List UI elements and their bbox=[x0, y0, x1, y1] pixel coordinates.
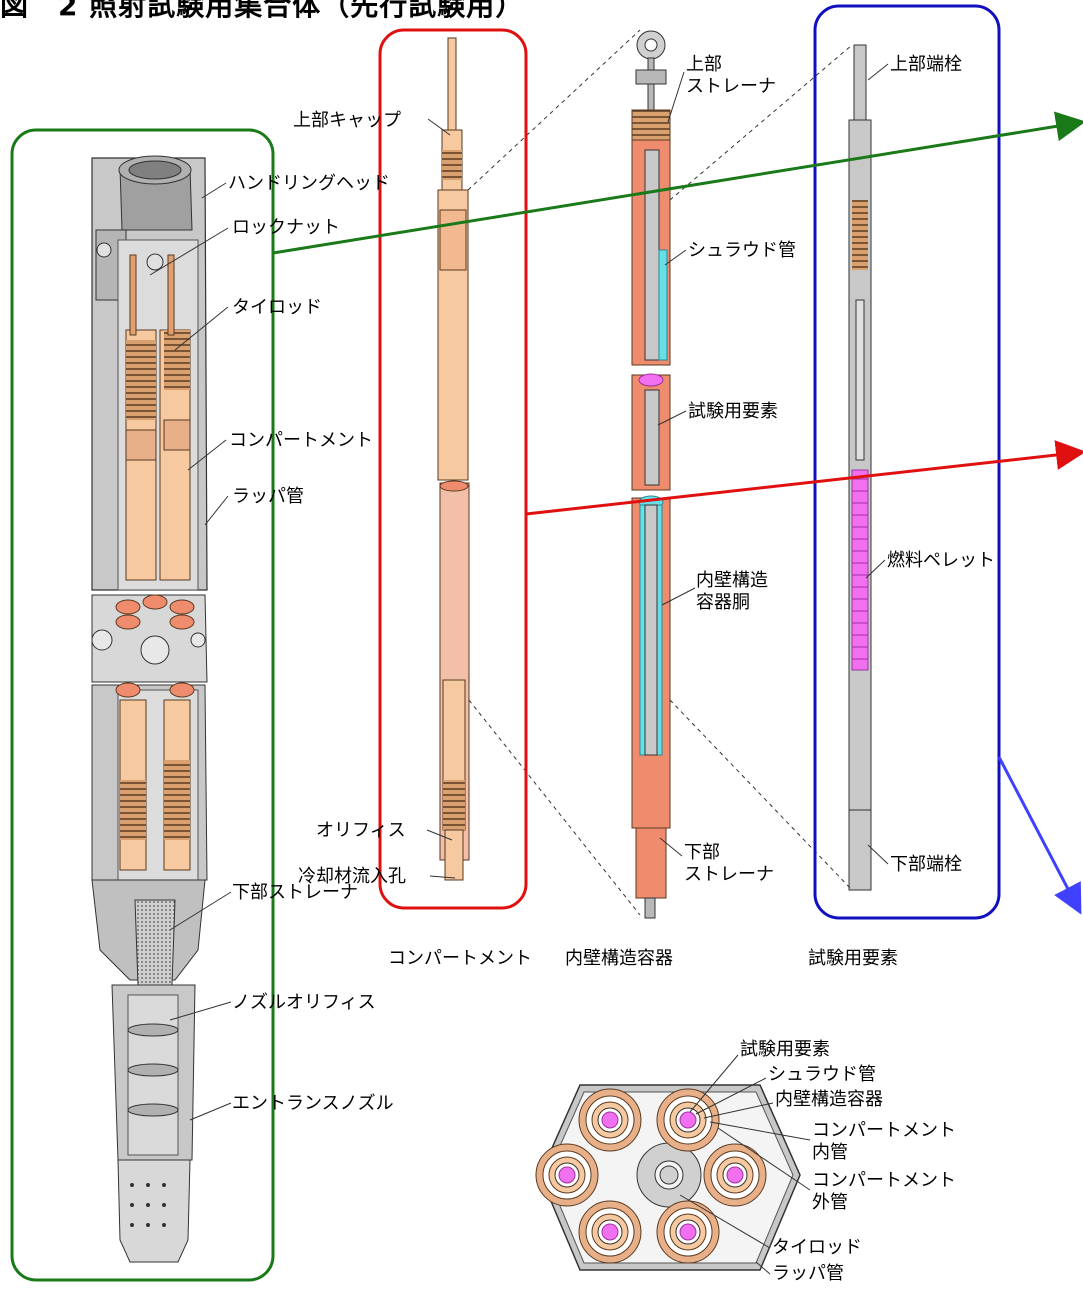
caption-test-element: 試験用要素 bbox=[808, 948, 898, 969]
label-upper-strainer-line1: 上部 bbox=[686, 54, 722, 75]
label-test-element: 試験用要素 bbox=[688, 401, 778, 422]
label-coolant-inlet: 冷却材流入孔 bbox=[298, 866, 406, 887]
section-label-compartment-inner-1: コンパートメント bbox=[812, 1120, 956, 1141]
assembly-frame bbox=[10, 128, 275, 1282]
section-element bbox=[656, 1088, 720, 1152]
inner-wall-container-drawing bbox=[631, 30, 671, 919]
section-label-test-element: 試験用要素 bbox=[740, 1039, 830, 1060]
test-element-arrow bbox=[997, 756, 1082, 915]
section-label-compartment-outer-2: 外管 bbox=[812, 1192, 848, 1213]
label-upper-strainer-line2: ストレーナ bbox=[686, 76, 776, 97]
label-compartment: コンパートメント bbox=[229, 430, 373, 451]
label-tie-rod: タイロッド bbox=[232, 297, 322, 318]
section-label-wrapper-tube: ラッパ管 bbox=[772, 1263, 844, 1284]
label-inner-wall-line2: 容器胴 bbox=[696, 592, 750, 613]
label-fuel-pellet: 燃料ペレット bbox=[887, 550, 995, 571]
compartment-arrow bbox=[525, 440, 1083, 516]
callout-labels: 上部キャップ ハンドリングヘッド ロックナット タイロッド コンパートメント ラ… bbox=[228, 54, 995, 1114]
full-assembly-drawing bbox=[91, 155, 208, 1263]
section-element bbox=[578, 1200, 642, 1264]
assembly-arrow bbox=[272, 111, 1083, 255]
label-upper-cap: 上部キャップ bbox=[293, 110, 401, 131]
section-leader-lines bbox=[679, 1054, 811, 1275]
compartment-drawing bbox=[437, 37, 470, 881]
label-lower-strainer-line1: 下部 bbox=[684, 842, 720, 863]
label-lower-strainer-line2: ストレーナ bbox=[684, 864, 774, 885]
label-orifice: オリフィス bbox=[316, 820, 406, 841]
label-shroud-tube: シュラウド管 bbox=[688, 240, 796, 261]
section-element bbox=[578, 1088, 642, 1152]
label-upper-end-plug: 上部端栓 bbox=[890, 54, 962, 75]
test-element-frame bbox=[813, 4, 1001, 920]
label-inner-wall-line1: 内壁構造 bbox=[696, 570, 768, 591]
section-element bbox=[703, 1143, 767, 1207]
label-entrance-nozzle: エントランスノズル bbox=[232, 1093, 394, 1114]
figure-title: 図 2 照射試験用集合体（先行試験用） bbox=[0, 0, 525, 22]
caption-compartment: コンパートメント bbox=[388, 948, 532, 969]
section-element bbox=[656, 1200, 720, 1264]
label-lock-nut: ロックナット bbox=[232, 217, 340, 238]
section-label-tie-rod: タイロッド bbox=[772, 1237, 862, 1258]
section-label-inner-wall-container: 内壁構造容器 bbox=[775, 1089, 883, 1110]
section-labels: 試験用要素 シュラウド管 内壁構造容器 コンパートメント 内管 コンパートメント… bbox=[740, 1039, 956, 1284]
section-label-compartment-inner-2: 内管 bbox=[812, 1142, 848, 1163]
section-label-compartment-outer-1: コンパートメント bbox=[812, 1170, 956, 1191]
compartment-frame bbox=[378, 28, 528, 910]
cross-section-drawing bbox=[535, 1084, 801, 1271]
label-lower-end-plug: 下部端栓 bbox=[890, 854, 962, 875]
label-lower-strainer: 下部ストレーナ bbox=[232, 882, 358, 903]
section-label-shroud-tube: シュラウド管 bbox=[768, 1064, 876, 1085]
test-element-drawing bbox=[848, 44, 872, 891]
expansion-lines bbox=[467, 29, 853, 916]
label-handling-head: ハンドリングヘッド bbox=[228, 173, 390, 194]
section-element bbox=[535, 1143, 599, 1207]
caption-inner-wall-container: 内壁構造容器 bbox=[565, 948, 673, 969]
label-nozzle-orifice: ノズルオリフィス bbox=[232, 992, 376, 1013]
leader-lines bbox=[149, 63, 889, 1121]
label-wrapper-tube: ラッパ管 bbox=[232, 486, 304, 507]
